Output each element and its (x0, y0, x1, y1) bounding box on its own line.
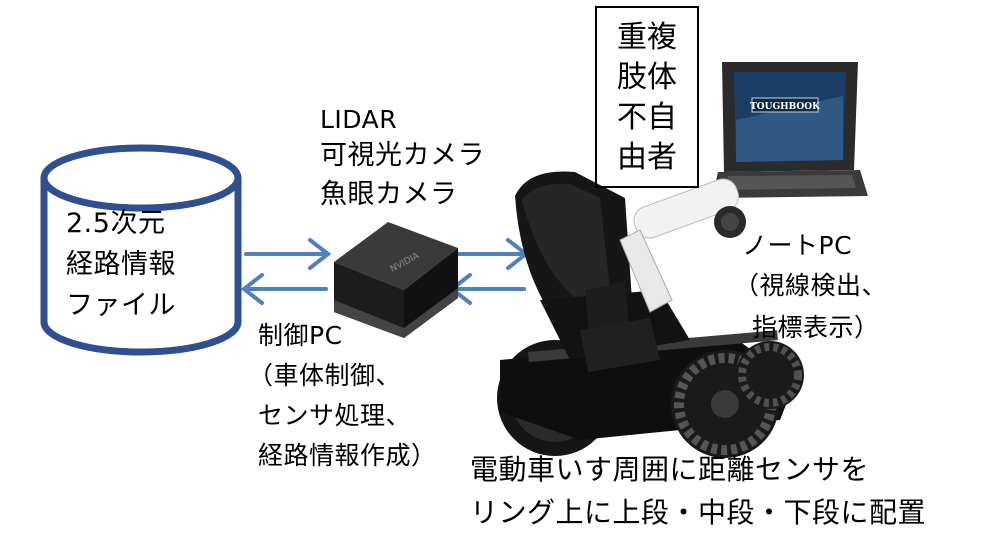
laptop-icon: TOUGHBOOK (712, 62, 868, 198)
laptop-brand-text: TOUGHBOOK (750, 102, 821, 112)
control-pc-desc-line-1: （車体制御、 (248, 361, 402, 390)
notebook-pc-label: ノートPC (742, 231, 853, 260)
user-label-line-3: 不自 (617, 100, 677, 135)
file-label-line-3: ファイル (66, 290, 176, 321)
arrow-pc-to-file (240, 273, 328, 305)
sensor-lidar-label: LIDAR (320, 105, 398, 134)
wheelchair-icon (497, 171, 804, 458)
control-pc-device-icon: NVIDIA (334, 222, 458, 338)
sensor-fisheye-camera-label: 魚眼カメラ (320, 179, 458, 210)
user-label-line-2: 肢体 (617, 60, 677, 95)
notebook-pc-desc-line-1: （視線検出、 (734, 271, 888, 300)
file-label-line-2: 経路情報 (66, 249, 176, 280)
caption-line-2: リング上に上段・中段・下段に配置 (470, 496, 927, 529)
control-pc-desc-line-2: センサ処理、 (258, 401, 412, 430)
file-label-line-1: 2.5次元 (66, 208, 166, 239)
arrow-wheelchair-to-pc (448, 273, 526, 305)
arrow-pc-to-wheelchair (452, 238, 530, 270)
caption-line-1: 電動車いす周囲に距離センサを (470, 453, 870, 486)
user-label-line-4: 由者 (617, 140, 677, 175)
sensor-visible-camera-label: 可視光カメラ (320, 140, 485, 171)
control-pc-desc-line-3: 経路情報作成） (258, 441, 437, 470)
control-pc-label: 制御PC (258, 321, 343, 350)
user-label-box: 重複 肢体 不自 由者 (595, 6, 699, 188)
database-cylinder-icon (40, 144, 242, 356)
arrow-file-to-pc (244, 238, 332, 270)
user-label-line-1: 重複 (617, 20, 677, 55)
notebook-pc-desc-line-2: 指標表示） (752, 313, 880, 342)
